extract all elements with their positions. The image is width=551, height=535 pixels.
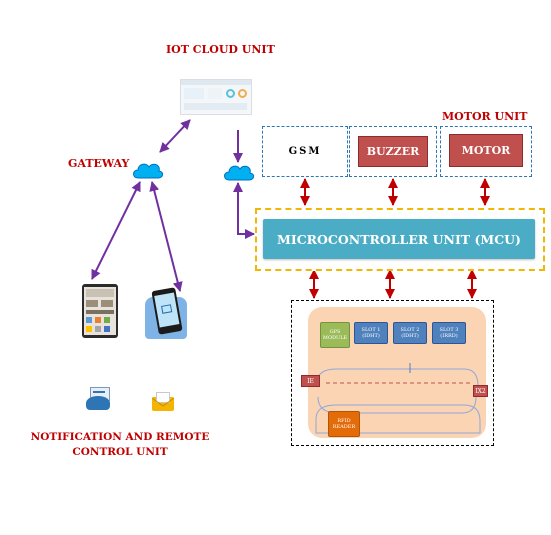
arrow-gateway-phone2 xyxy=(149,181,183,292)
arrow-gateway-phone1 xyxy=(91,181,141,280)
phone-app-icon xyxy=(82,284,118,338)
slot-2: SLOT 2 (IDHT) xyxy=(393,322,427,344)
motor-container: MOTOR xyxy=(440,126,532,177)
phone-in-hand-icon xyxy=(145,287,187,339)
motor-module: MOTOR xyxy=(449,134,523,167)
entry-gate: IE xyxy=(301,375,320,387)
gsm-module: GSM xyxy=(262,126,348,177)
cloud-icon xyxy=(131,160,165,180)
parking-area-frame: GPS MODULE SLOT 1 (IDHT) SLOT 2 (IDHT) S… xyxy=(291,300,494,446)
notification-title-line1: NOTIFICATION AND REMOTE xyxy=(30,431,210,443)
gateway-title: GATEWAY xyxy=(68,157,130,170)
parking-lanes xyxy=(315,363,481,434)
iot-cloud-title: IOT CLOUD UNIT xyxy=(166,43,275,56)
notification-title: NOTIFICATION AND REMOTE CONTROL UNIT xyxy=(20,430,220,460)
dashboard-screenshot-icon xyxy=(180,79,252,115)
notification-title-line2: CONTROL UNIT xyxy=(72,446,168,458)
gps-module: GPS MODULE xyxy=(320,322,350,348)
email-icon xyxy=(86,387,112,411)
mail-envelope-icon xyxy=(152,392,174,412)
mcu-module: MICROCONTROLLER UNIT (MCU) xyxy=(263,219,535,259)
slot-3: SLOT 3 (IRRD) xyxy=(432,322,466,344)
motor-unit-title: MOTOR UNIT xyxy=(442,110,528,123)
arrow-gateway-cloud xyxy=(159,119,191,153)
exit-gate: IX2 xyxy=(473,385,488,397)
cloud-icon xyxy=(222,162,256,182)
buzzer-container: BUZZER xyxy=(349,126,437,177)
mcu-container: MICROCONTROLLER UNIT (MCU) xyxy=(255,208,545,271)
gsm-label: GSM xyxy=(288,146,322,157)
rfid-reader: RFID READER xyxy=(328,411,360,437)
buzzer-module: BUZZER xyxy=(358,136,428,167)
arrow-cloud-mcu xyxy=(233,182,255,239)
slot-1: SLOT 1 (IDHT) xyxy=(354,322,388,344)
